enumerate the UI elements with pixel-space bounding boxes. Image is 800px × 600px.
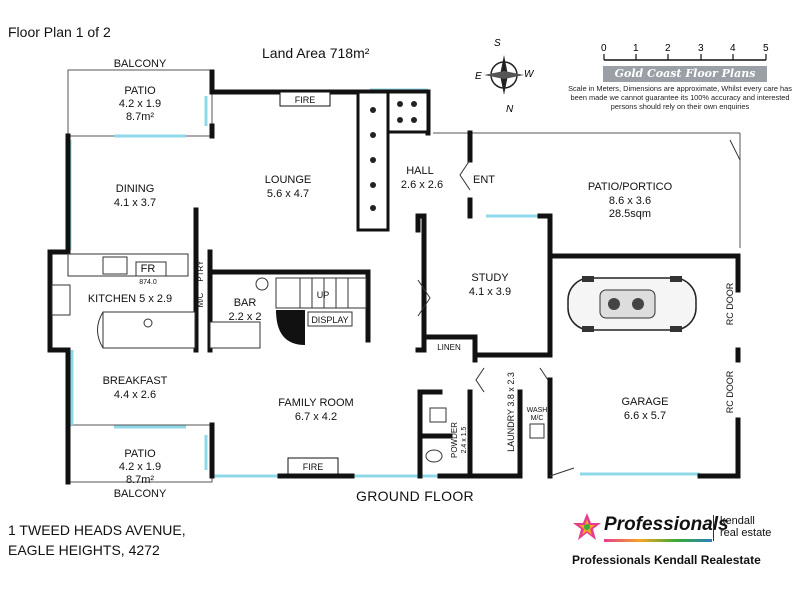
brand-name: Professionals <box>604 514 729 535</box>
label-wash: WASH <box>527 407 548 414</box>
dim-breakfast: 4.4 x 2.6 <box>114 389 156 401</box>
area-portico: 28.5sqm <box>609 208 651 220</box>
label-patio-bottom: PATIO <box>124 448 156 460</box>
label-rc-door-top: RC DOOR <box>725 282 735 325</box>
address-line1: 1 TWEED HEADS AVENUE, <box>8 522 186 538</box>
label-balcony-top: BALCONY <box>114 58 167 70</box>
fireplace-top <box>279 91 331 107</box>
dim-family: 6.7 x 4.2 <box>295 411 337 423</box>
agency-name: Professionals Kendall Realestate <box>572 553 761 567</box>
label-family: FAMILY ROOM <box>278 397 353 409</box>
scale-tick-1: 1 <box>633 43 639 54</box>
compass-w: W <box>524 69 535 80</box>
dim-powder: 2.4 x 1.5 <box>461 426 468 453</box>
label-linen: LINEN <box>437 343 461 352</box>
label-lounge: LOUNGE <box>265 174 311 186</box>
star-logo-icon <box>573 513 601 540</box>
scale-bar: 0 1 2 3 4 5 <box>601 43 769 61</box>
scale-tick-4: 4 <box>730 43 736 54</box>
dim-bar: 2.2 x 2 <box>228 311 261 323</box>
dim-patio-top: 4.2 x 1.9 <box>119 98 161 110</box>
address: 1 TWEED HEADS AVENUE, EAGLE HEIGHTS, 427… <box>8 520 186 560</box>
scale-tick-2: 2 <box>665 43 671 54</box>
label-fire-top: FIRE <box>295 95 316 105</box>
label-garage: GARAGE <box>621 396 668 408</box>
label-patio-top: PATIO <box>124 85 156 97</box>
label-laundry: LAUNDRY 3.8 x 2.3 <box>506 372 516 452</box>
label-display: DISPLAY <box>311 315 348 325</box>
label-hall: HALL <box>406 165 434 177</box>
brand-divider <box>713 515 714 541</box>
address-line2: EAGLE HEIGHTS, 4272 <box>8 542 160 558</box>
scale-tick-0: 0 <box>601 43 607 54</box>
label-ptry: PTRY <box>196 260 205 282</box>
brand-agency-line2: real estate <box>720 527 772 539</box>
fireplace-bottom <box>287 457 339 475</box>
label-dining: DINING <box>116 183 155 195</box>
planters <box>356 90 430 232</box>
compass-e: E <box>475 71 482 82</box>
label-study: STUDY <box>471 272 509 284</box>
label-bar: BAR <box>234 297 257 309</box>
compass-rose: S W E N <box>475 38 535 115</box>
label-fr-sub: 874.0 <box>139 279 157 286</box>
brand-stripe <box>604 539 712 542</box>
label-fire-bottom: FIRE <box>303 462 324 472</box>
dim-portico: 8.6 x 3.6 <box>609 195 651 207</box>
scale-tick-3: 3 <box>698 43 704 54</box>
label-portico: PATIO/PORTICO <box>588 181 673 193</box>
plan-title: Floor Plan 1 of 2 <box>8 24 111 40</box>
car-image <box>567 276 697 332</box>
floor-label: GROUND FLOOR <box>356 488 474 504</box>
area-patio-bottom: 8.7m² <box>126 474 154 486</box>
label-ent: ENT <box>473 174 495 186</box>
label-breakfast: BREAKFAST <box>103 375 168 387</box>
dim-hall: 2.6 x 2.6 <box>401 179 443 191</box>
label-wash-mc: M/C <box>531 415 544 422</box>
label-balcony-bottom: BALCONY <box>114 488 167 500</box>
label-powder: POWDER <box>450 422 459 458</box>
disclaimer: Scale in Meters, Dimensions are approxim… <box>568 84 792 111</box>
gold-coast-brand: Gold Coast Floor Plans <box>603 66 767 82</box>
dim-garage: 6.6 x 5.7 <box>624 410 666 422</box>
label-up: UP <box>317 290 330 300</box>
compass-n: N <box>506 104 514 115</box>
dim-dining: 4.1 x 3.7 <box>114 197 156 209</box>
label-mic: M/C <box>196 292 205 307</box>
scale-tick-5: 5 <box>763 43 769 54</box>
land-area: Land Area 718m² <box>262 45 370 61</box>
brand-agency: kendall real estate <box>720 515 771 539</box>
dim-lounge: 5.6 x 4.7 <box>267 188 309 200</box>
label-rc-door-bottom: RC DOOR <box>725 370 735 413</box>
compass-s: S <box>494 38 501 49</box>
brand-agency-line1: kendall <box>720 515 755 527</box>
label-fr: FR <box>141 263 156 275</box>
dim-patio-bottom: 4.2 x 1.9 <box>119 461 161 473</box>
dim-study: 4.1 x 3.9 <box>469 286 511 298</box>
label-kitchen: KITCHEN 5 x 2.9 <box>88 293 172 305</box>
area-patio-top: 8.7m² <box>126 111 154 123</box>
